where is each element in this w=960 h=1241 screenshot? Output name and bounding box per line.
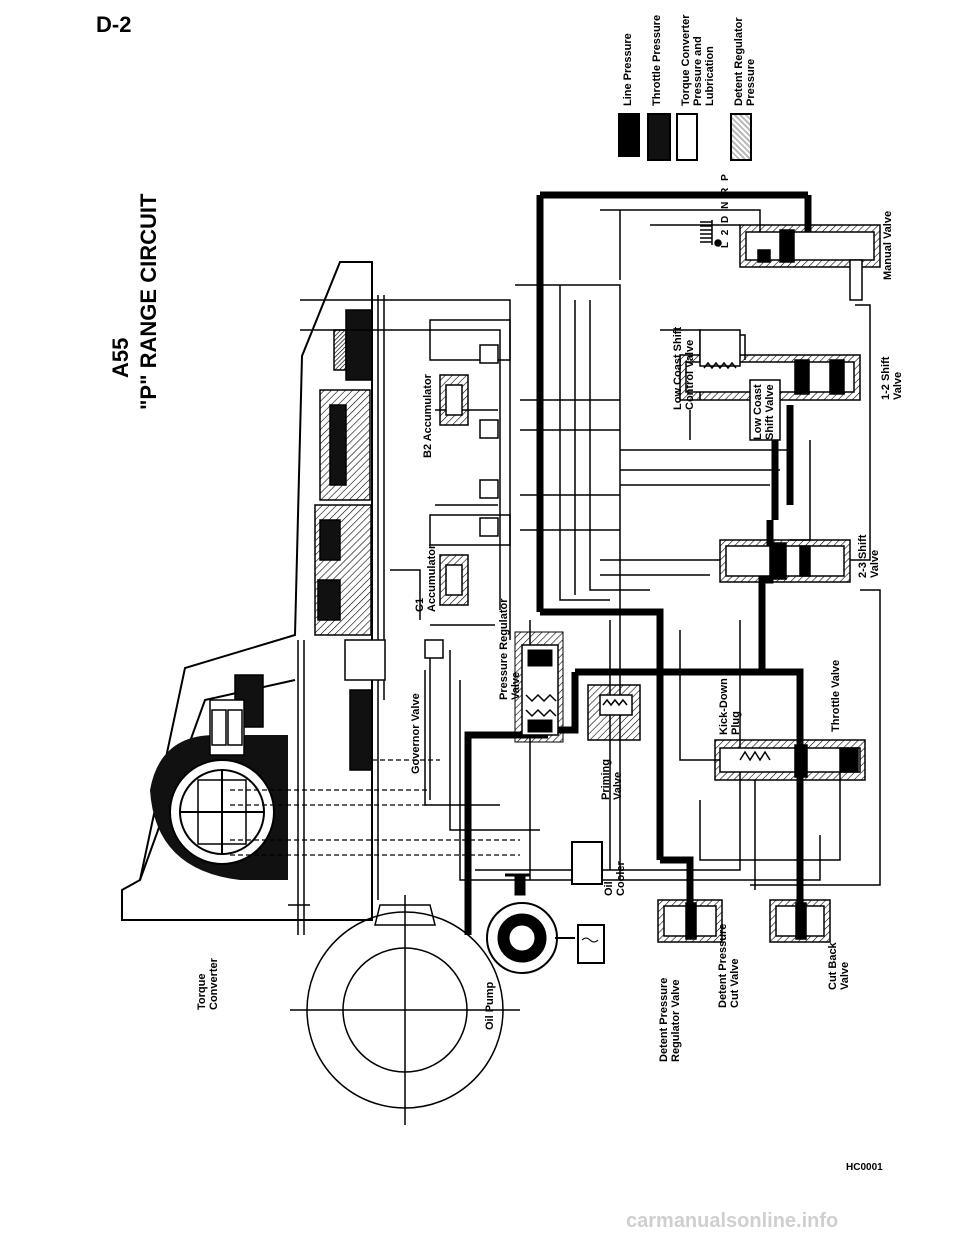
watermark: carmanualsonline.info xyxy=(626,1210,839,1232)
label-1-2-shift-valve: 1-2 Shift Valve xyxy=(880,356,904,400)
label-detent-cut-valve: Detent Pressure Cut Valve xyxy=(717,923,741,1008)
shift-2-3-valve-body xyxy=(719,539,851,583)
position-l: L xyxy=(720,240,731,248)
position-d: D xyxy=(720,213,731,223)
internal-passages xyxy=(230,759,520,856)
pressure-regulator-valve xyxy=(514,631,564,743)
position-2: 2 xyxy=(720,227,731,236)
cut-back-valve-body xyxy=(769,899,831,943)
accumulators xyxy=(424,344,499,659)
position-r: R xyxy=(720,185,731,195)
drive-gear xyxy=(290,895,520,1125)
label-2-3-shift-valve: 2-3 Shift Valve xyxy=(857,534,881,578)
oil-pump xyxy=(486,873,605,974)
label-pressure-regulator-valve: Pressure Regulator Valve xyxy=(498,598,522,700)
label-low-coast-shift-valve: Low Coast Shift Valve xyxy=(752,384,776,440)
label-oil-pump: Oil Pump xyxy=(484,981,496,1030)
main-shaft xyxy=(288,295,385,935)
label-b2-accumulator: B2 Accumulator xyxy=(422,374,434,458)
label-low-coast-control-valve: Low Coast Shift Control Valve xyxy=(672,326,696,410)
label-throttle-valve: Throttle Valve xyxy=(830,659,842,732)
manual-valve-body xyxy=(739,224,881,301)
label-kick-down-plug: Kick-Down Plug xyxy=(718,678,742,735)
page-code: D-2 xyxy=(96,12,132,37)
label-priming-valve: Priming Valve xyxy=(600,759,624,800)
label-cut-back-valve: Cut Back Valve xyxy=(827,942,851,990)
figure-id: HC0001 xyxy=(846,1162,883,1173)
label-governor-valve: Governor Valve xyxy=(410,693,422,774)
priming-valve xyxy=(587,684,641,741)
oil-cooler xyxy=(571,841,603,885)
legend-swatch-detent xyxy=(730,113,752,161)
label-torque-converter: Torque Converter xyxy=(196,958,220,1010)
label-manual-valve: Manual Valve xyxy=(882,210,894,280)
legend-swatch-throttle xyxy=(647,113,671,161)
position-n: N xyxy=(720,199,731,209)
label-c1-accumulator: C1 Accumulator xyxy=(414,544,438,612)
shift-1-2-valve-body xyxy=(679,329,861,441)
detent-regulator-valve-body xyxy=(657,899,723,943)
label-detent-regulator-valve: Detent Pressure Regulator Valve xyxy=(658,977,682,1062)
gear-train xyxy=(209,309,386,771)
shift-position-scale xyxy=(700,220,722,247)
label-oil-cooler: Oil Cooler xyxy=(603,861,627,896)
throttle-valve-body xyxy=(714,739,866,781)
shift-position-labels: L 2 D N R P xyxy=(720,172,731,248)
position-p: P xyxy=(720,172,731,181)
torque-converter xyxy=(150,735,288,880)
legend-swatch-line xyxy=(618,113,640,157)
legend-swatch-converter xyxy=(676,113,698,161)
